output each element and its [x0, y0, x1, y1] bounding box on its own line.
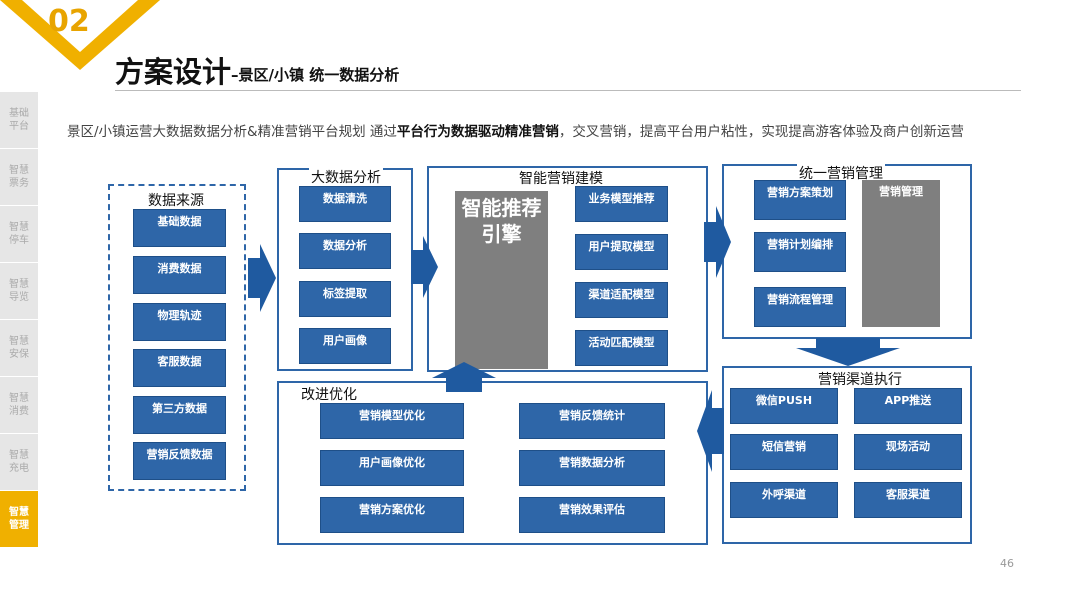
nav-item-parking[interactable]: 智慧停车: [0, 206, 38, 263]
management-item: 营销方案策划: [754, 180, 846, 220]
management-item: 营销流程管理: [754, 287, 846, 327]
channel-item: 短信营销: [730, 434, 838, 470]
source-item: 第三方数据: [133, 396, 226, 434]
bigdata-item: 数据清洗: [299, 186, 391, 222]
optimize-item: 营销模型优化: [320, 403, 464, 439]
optimize-item: 营销数据分析: [519, 450, 665, 486]
optimize-item: 用户画像优化: [320, 450, 464, 486]
nav-item-management[interactable]: 智慧管理: [0, 491, 38, 548]
bigdata-item: 标签提取: [299, 281, 391, 317]
section-badge-shape: [0, 0, 160, 70]
intro-text-1: 景区/小镇运营大数据数据分析&精准营销平台规划 通过: [67, 124, 397, 140]
modeling-title: 智能营销建模: [519, 171, 603, 187]
bigdata-item: 用户画像: [299, 328, 391, 364]
optimize-item: 营销反馈统计: [519, 403, 665, 439]
channel-item: 外呼渠道: [730, 482, 838, 518]
management-side-block: 营销管理: [862, 180, 940, 327]
channel-item: 客服渠道: [854, 482, 962, 518]
bigdata-item: 数据分析: [299, 233, 391, 269]
recommendation-engine-block: 智能推荐引擎: [455, 191, 548, 369]
channels-title: 营销渠道执行: [818, 372, 902, 388]
title-divider: [115, 90, 1021, 91]
modeling-item: 渠道适配模型: [575, 282, 668, 318]
arrow-right-icon: [411, 236, 438, 298]
arrow-left-icon: [697, 390, 724, 472]
data-sources-title: 数据来源: [148, 193, 204, 209]
nav-item-basic-platform[interactable]: 基础平台: [0, 92, 38, 149]
source-item: 消费数据: [133, 256, 226, 294]
intro-paragraph: 景区/小镇运营大数据数据分析&精准营销平台规划 通过平台行为数据驱动精准营销，交…: [67, 118, 1025, 146]
arrow-up-icon: [432, 362, 496, 392]
optimize-title: 改进优化: [301, 387, 357, 403]
section-number: 02: [48, 4, 90, 39]
title-main: 方案设计: [115, 55, 232, 89]
source-item: 客服数据: [133, 349, 226, 387]
source-item: 营销反馈数据: [133, 442, 226, 480]
side-nav: 基础平台 智慧票务 智慧停车 智慧导览 智慧安保 智慧消费 智慧充电 智慧管理: [0, 92, 38, 548]
nav-item-charging[interactable]: 智慧充电: [0, 434, 38, 491]
nav-item-security[interactable]: 智慧安保: [0, 320, 38, 377]
modeling-item: 用户提取模型: [575, 234, 668, 270]
management-title: 统一营销管理: [797, 163, 885, 183]
source-item: 物理轨迹: [133, 303, 226, 341]
channel-item: APP推送: [854, 388, 962, 424]
intro-text-bold: 平台行为数据驱动精准营销: [396, 124, 559, 140]
page-number: 46: [1000, 557, 1014, 570]
nav-item-ticketing[interactable]: 智慧票务: [0, 149, 38, 206]
optimize-item: 营销方案优化: [320, 497, 464, 533]
modeling-item: 活动匹配模型: [575, 330, 668, 366]
channel-item: 微信PUSH: [730, 388, 838, 424]
nav-item-guide[interactable]: 智慧导览: [0, 263, 38, 320]
management-item: 营销计划编排: [754, 232, 846, 272]
channel-item: 现场活动: [854, 434, 962, 470]
arrow-down-icon: [796, 338, 900, 366]
optimize-item: 营销效果评估: [519, 497, 665, 533]
page-title: 方案设计–景区/小镇 统一数据分析: [115, 49, 399, 91]
title-subtitle: –景区/小镇 统一数据分析: [231, 66, 400, 84]
arrow-right-icon: [704, 206, 731, 278]
source-item: 基础数据: [133, 209, 226, 247]
bigdata-title: 大数据分析: [309, 167, 383, 187]
modeling-item: 业务模型推荐: [575, 186, 668, 222]
nav-item-consumption[interactable]: 智慧消费: [0, 377, 38, 434]
intro-text-2: ，交叉营销，提高平台用户粘性，实现提高游客体验及商户创新运营: [558, 124, 964, 140]
arrow-right-icon: [248, 244, 276, 312]
